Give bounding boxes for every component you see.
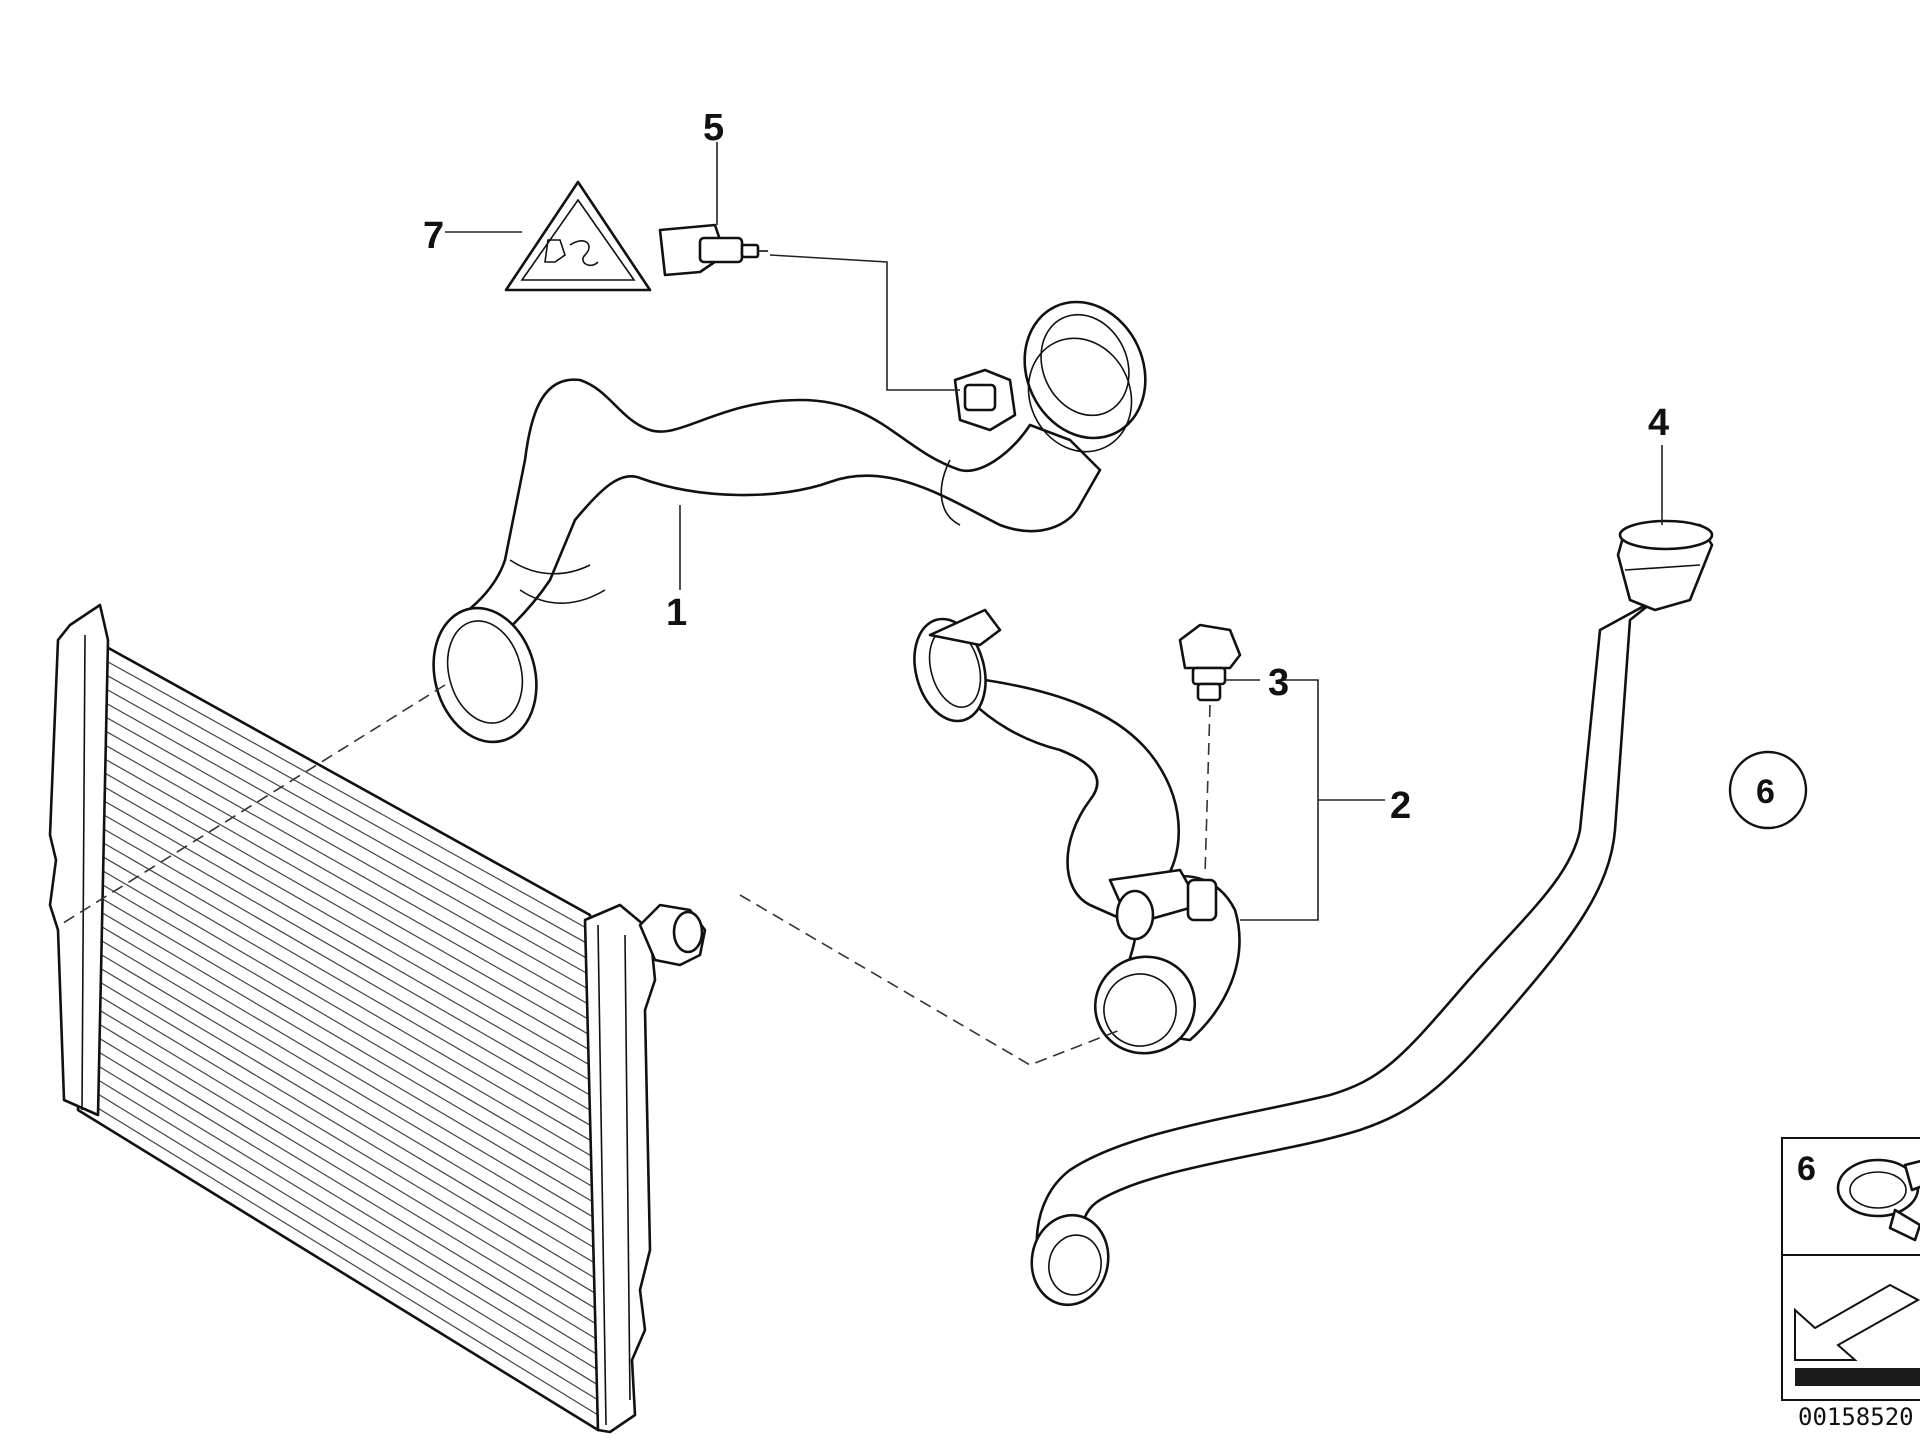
inset-callout-6: 6 <box>1797 1150 1816 1188</box>
diagram-code: 00158520 <box>1798 1403 1914 1431</box>
reference-circle-6 <box>1728 750 1808 830</box>
lower-coolant-hose <box>913 608 1241 1055</box>
radiator-fin <box>78 1067 598 1386</box>
radiator-right-tank <box>583 903 657 1434</box>
radiator <box>48 603 707 1434</box>
callout-labels: 1 2 3 4 5 6 7 6 00158520 <box>423 107 1914 1431</box>
radiator-fin <box>83 718 592 1007</box>
radiator-fin <box>78 1025 597 1340</box>
hose-4-bottom-clamp <box>1030 1213 1110 1307</box>
hose-4-body <box>1035 598 1657 1292</box>
radiator-fin <box>80 927 596 1234</box>
hose-clamp-icon <box>1836 1158 1920 1242</box>
bleed-screw <box>1178 623 1242 702</box>
callout-6: 6 <box>1756 773 1775 811</box>
callout-1: 1 <box>666 592 687 634</box>
hot-coolant-warning-triangle-icon <box>504 180 652 292</box>
hose-1-lower-clamp <box>432 606 538 744</box>
callout-7: 7 <box>423 215 444 257</box>
radiator-fin <box>79 983 597 1295</box>
radiator-fin <box>83 690 592 977</box>
radiator-fin <box>81 858 595 1158</box>
radiator-fin <box>77 1095 599 1416</box>
radiator-fin <box>83 746 593 1037</box>
radiator-fin <box>82 816 594 1113</box>
radiator-fin <box>78 1081 598 1401</box>
radiator-fin <box>81 844 594 1143</box>
callout-3: 3 <box>1268 662 1289 704</box>
hose-1-upper-clamp <box>1023 300 1147 440</box>
radiator-fin <box>84 662 591 946</box>
leader-lines <box>59 142 1663 1066</box>
radiator-fin <box>81 871 595 1174</box>
radiator-fin <box>83 732 592 1022</box>
radiator-fin <box>80 885 595 1189</box>
callout-2: 2 <box>1390 785 1411 827</box>
radiator-fin <box>84 648 591 931</box>
reference-arrow-icon <box>1794 1283 1920 1386</box>
radiator-fin <box>82 774 593 1067</box>
radiator-core <box>76 633 600 1432</box>
radiator-fin <box>80 941 596 1249</box>
radiator-fin <box>84 676 591 961</box>
temperature-sensor <box>658 223 768 277</box>
radiator-fin <box>82 788 593 1083</box>
radiator-fin <box>81 830 594 1128</box>
callout-4: 4 <box>1648 402 1669 444</box>
radiator-fin <box>80 899 595 1204</box>
radiator-fin <box>79 997 597 1310</box>
upper-coolant-hose <box>432 300 1147 744</box>
hose-1-body <box>453 378 1102 662</box>
radiator-fin <box>79 955 596 1264</box>
radiator-fin <box>80 913 596 1219</box>
expansion-tank-hose <box>1030 519 1714 1307</box>
inset-box <box>1781 1137 1920 1401</box>
radiator-fin <box>83 704 592 992</box>
hose-2-body <box>968 678 1241 1042</box>
radiator-fins <box>77 648 599 1416</box>
radiator-fin <box>79 969 596 1280</box>
radiator-left-tank <box>48 603 110 1117</box>
callout-5: 5 <box>703 107 724 149</box>
radiator-fin <box>78 1053 598 1370</box>
radiator-fin <box>82 802 594 1098</box>
radiator-fin <box>82 760 593 1052</box>
radiator-fin <box>78 1039 598 1355</box>
radiator-fin <box>79 1011 597 1325</box>
